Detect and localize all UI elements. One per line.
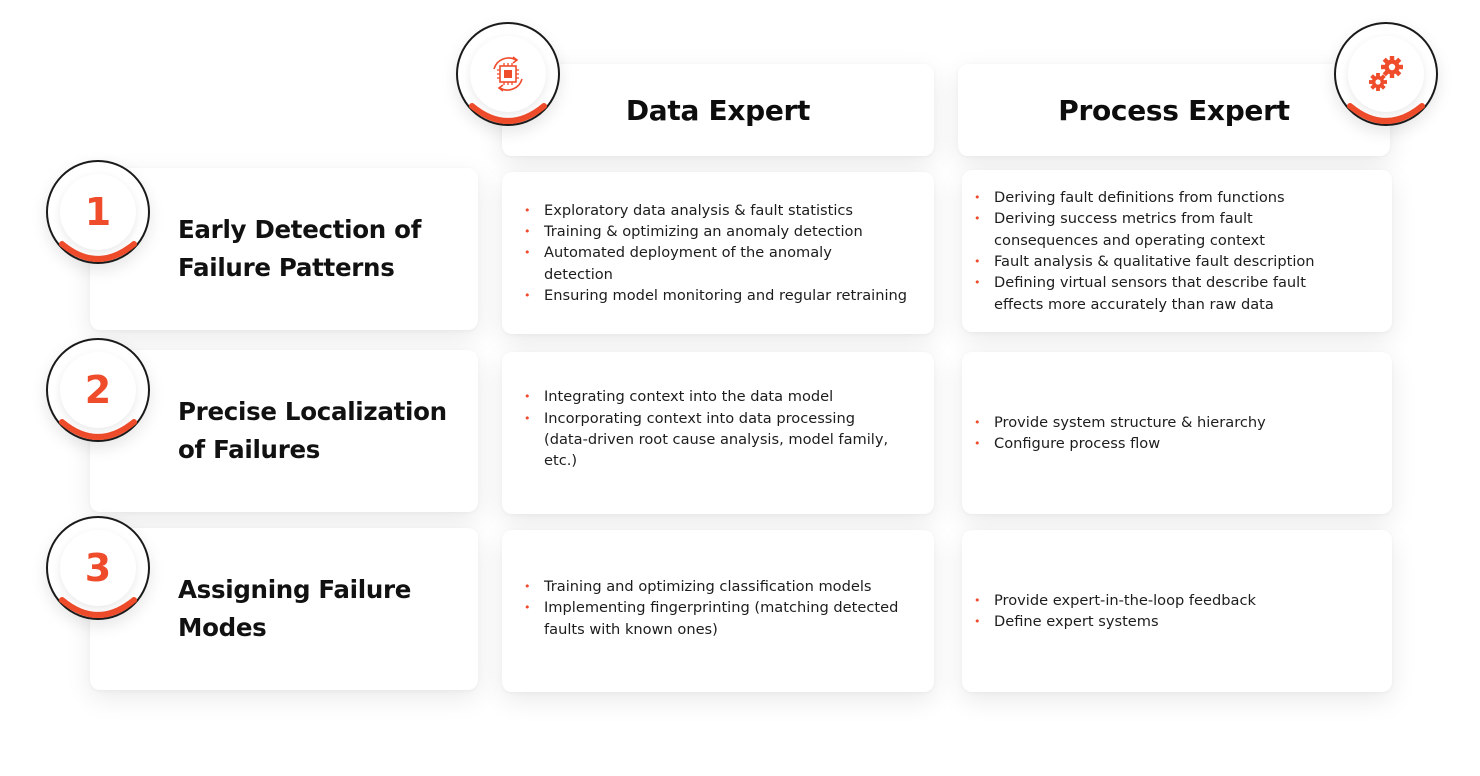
row-1-title-card: Early Detection of Failure Patterns bbox=[90, 168, 478, 330]
list-item: Integrating context into the data model bbox=[524, 386, 916, 408]
row-2-process-expert-card: Provide system structure & hierarchy Con… bbox=[962, 352, 1392, 514]
row-1-data-expert-list: Exploratory data analysis & fault statis… bbox=[524, 200, 916, 307]
badge-inner bbox=[60, 352, 136, 428]
row-2-number-badge: 2 bbox=[46, 338, 150, 442]
process-expert-header: Process Expert bbox=[958, 64, 1390, 156]
row-1-number: 1 bbox=[84, 190, 112, 234]
data-expert-title: Data Expert bbox=[625, 93, 811, 127]
row-3-title: Assigning Failure Modes bbox=[178, 575, 412, 642]
list-item: Exploratory data analysis & fault statis… bbox=[524, 200, 916, 222]
list-item: Implementing fingerprinting (matching de… bbox=[524, 597, 916, 640]
list-item: Fault analysis & qualitative fault descr… bbox=[974, 251, 1374, 273]
process-expert-icon-badge bbox=[1334, 22, 1438, 126]
row-2-title-card: Precise Localization of Failures bbox=[90, 350, 478, 512]
row-3-number: 3 bbox=[84, 546, 112, 590]
list-item: Automated deployment of the anomaly dete… bbox=[524, 242, 916, 285]
list-item: Define expert systems bbox=[974, 611, 1374, 633]
row-3-title-card: Assigning Failure Modes bbox=[90, 528, 478, 690]
row-1-number-badge: 1 bbox=[46, 160, 150, 264]
badge-inner bbox=[60, 174, 136, 250]
row-3-data-expert-list: Training and optimizing classification m… bbox=[524, 576, 916, 640]
row-2-data-expert-list: Integrating context into the data model … bbox=[524, 386, 916, 471]
list-item: Provide expert-in-the-loop feedback bbox=[974, 590, 1374, 612]
list-item: Incorporating context into data processi… bbox=[524, 408, 916, 472]
row-1-process-expert-card: Deriving fault definitions from function… bbox=[962, 170, 1392, 332]
row-1-data-expert-card: Exploratory data analysis & fault statis… bbox=[502, 172, 934, 334]
process-expert-title: Process Expert bbox=[1058, 93, 1290, 127]
row-2-number: 2 bbox=[84, 368, 112, 412]
processor-cycle-icon bbox=[493, 56, 523, 92]
data-expert-icon-badge bbox=[456, 22, 560, 126]
row-3-process-expert-list: Provide expert-in-the-loop feedback Defi… bbox=[974, 590, 1374, 633]
row-1-process-expert-list: Deriving fault definitions from function… bbox=[974, 187, 1374, 315]
row-3-process-expert-card: Provide expert-in-the-loop feedback Defi… bbox=[962, 530, 1392, 692]
gears-icon bbox=[1369, 56, 1403, 91]
list-item: Ensuring model monitoring and regular re… bbox=[524, 285, 916, 307]
list-item: Training & optimizing an anomaly detecti… bbox=[524, 221, 916, 243]
row-3-number-badge: 3 bbox=[46, 516, 150, 620]
list-item: Defining virtual sensors that describe f… bbox=[974, 272, 1374, 315]
list-item: Training and optimizing classification m… bbox=[524, 576, 916, 598]
row-2-title: Precise Localization of Failures bbox=[178, 397, 447, 464]
row-1-title: Early Detection of Failure Patterns bbox=[178, 215, 422, 282]
list-item: Deriving success metrics from fault cons… bbox=[974, 208, 1374, 251]
list-item: Configure process flow bbox=[974, 433, 1374, 455]
data-expert-header: Data Expert bbox=[502, 64, 934, 156]
list-item: Deriving fault definitions from function… bbox=[974, 187, 1374, 209]
row-3-data-expert-card: Training and optimizing classification m… bbox=[502, 530, 934, 692]
row-2-process-expert-list: Provide system structure & hierarchy Con… bbox=[974, 412, 1374, 455]
list-item: Provide system structure & hierarchy bbox=[974, 412, 1374, 434]
row-2-data-expert-card: Integrating context into the data model … bbox=[502, 352, 934, 514]
badge-inner bbox=[60, 530, 136, 606]
